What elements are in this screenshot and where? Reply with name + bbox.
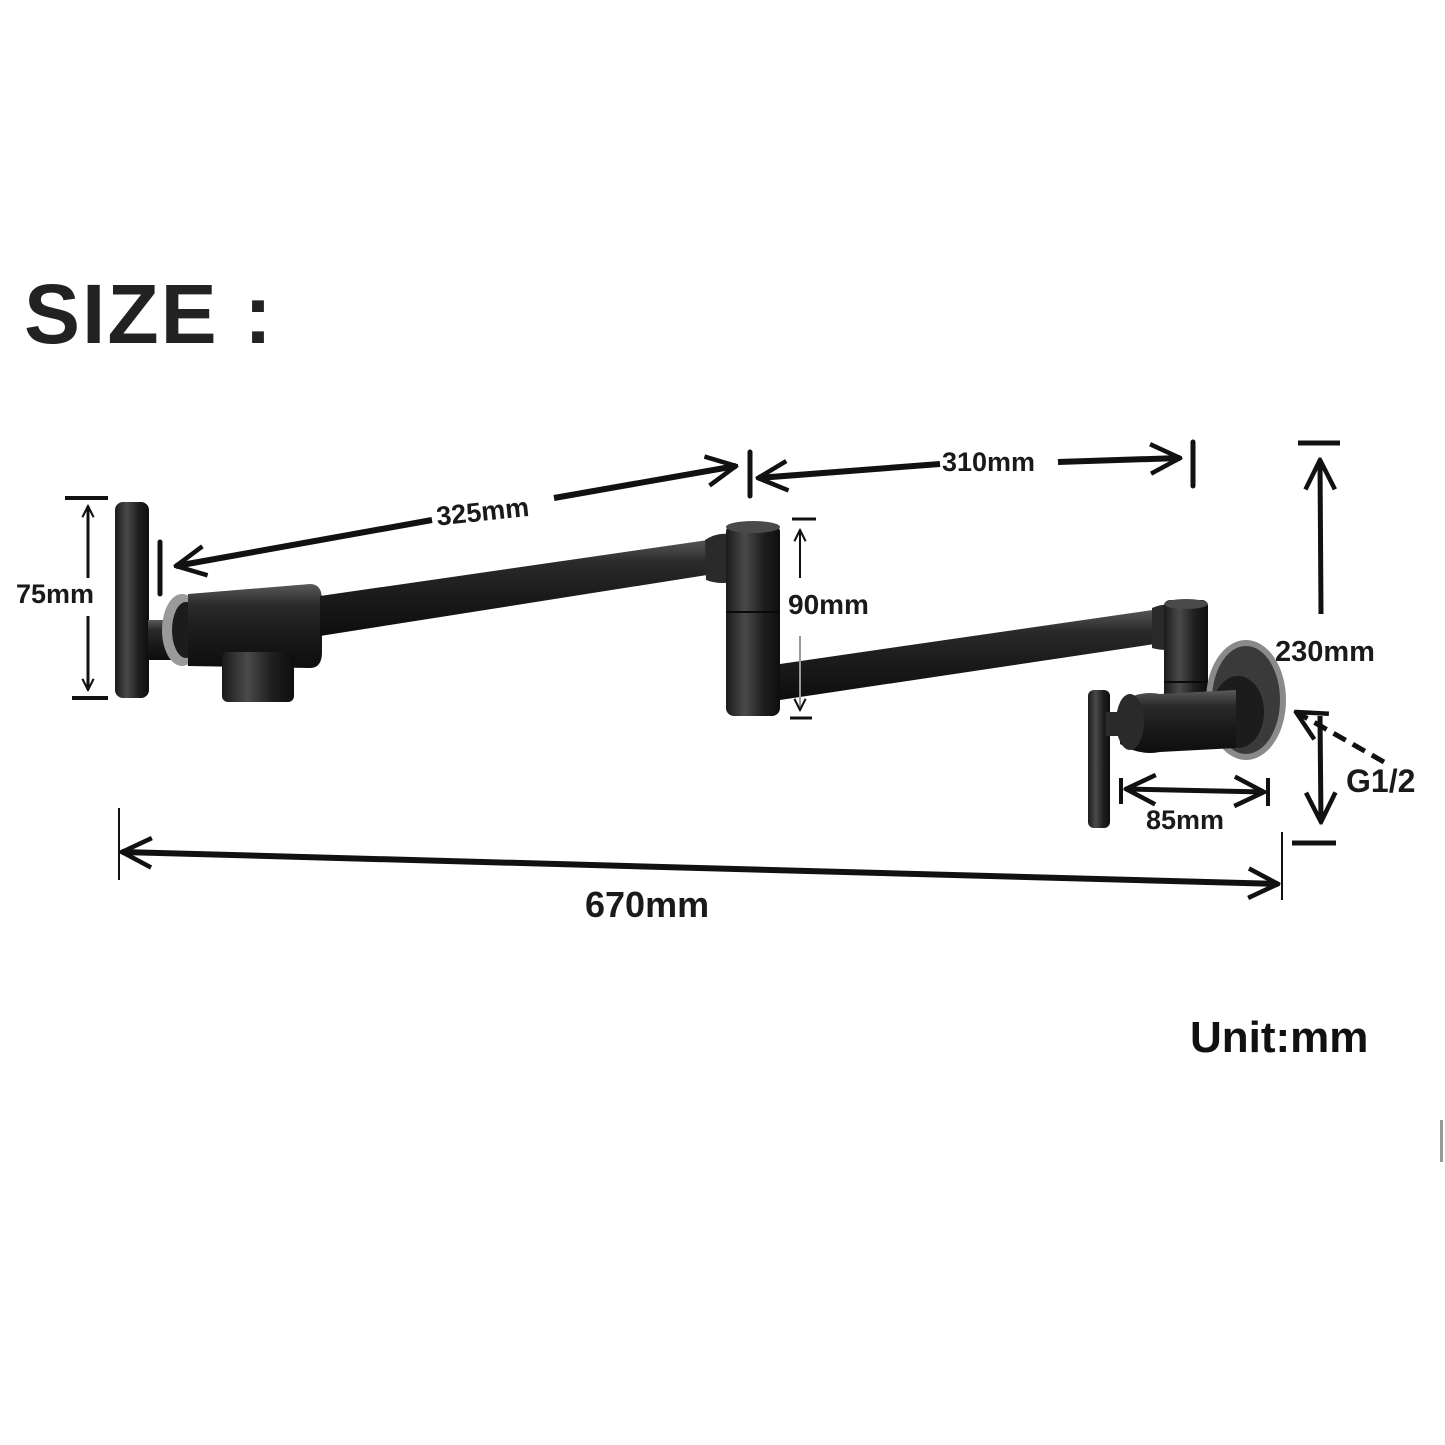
label-325mm: 325mm	[435, 492, 531, 532]
middle-joint	[726, 521, 780, 716]
dim-670mm	[118, 808, 1283, 900]
label-85mm: 85mm	[1146, 805, 1224, 835]
label-230mm: 230mm	[1275, 636, 1375, 668]
label-310mm: 310mm	[942, 447, 1035, 477]
dim-g12-leader	[1296, 712, 1386, 765]
dim-310mm	[758, 439, 1196, 486]
label-g12: G1/2	[1346, 763, 1415, 799]
unit-label: Unit:mm	[1190, 1013, 1369, 1062]
arm-1	[320, 533, 740, 636]
label-90mm: 90mm	[788, 589, 869, 620]
right-valve-body	[1116, 690, 1236, 753]
left-handle	[115, 502, 149, 698]
dim-325mm	[157, 449, 753, 597]
label-75mm: 75mm	[16, 579, 94, 609]
right-joint	[1164, 599, 1208, 712]
right-handle	[1088, 690, 1126, 828]
edge-mark	[1440, 1120, 1443, 1162]
label-670mm: 670mm	[585, 884, 709, 925]
dim-90mm	[790, 517, 816, 720]
dim-75mm	[65, 496, 108, 700]
page-title: SIZE :	[24, 267, 275, 361]
dim-85mm	[1119, 778, 1270, 806]
left-valve-body	[148, 584, 322, 702]
